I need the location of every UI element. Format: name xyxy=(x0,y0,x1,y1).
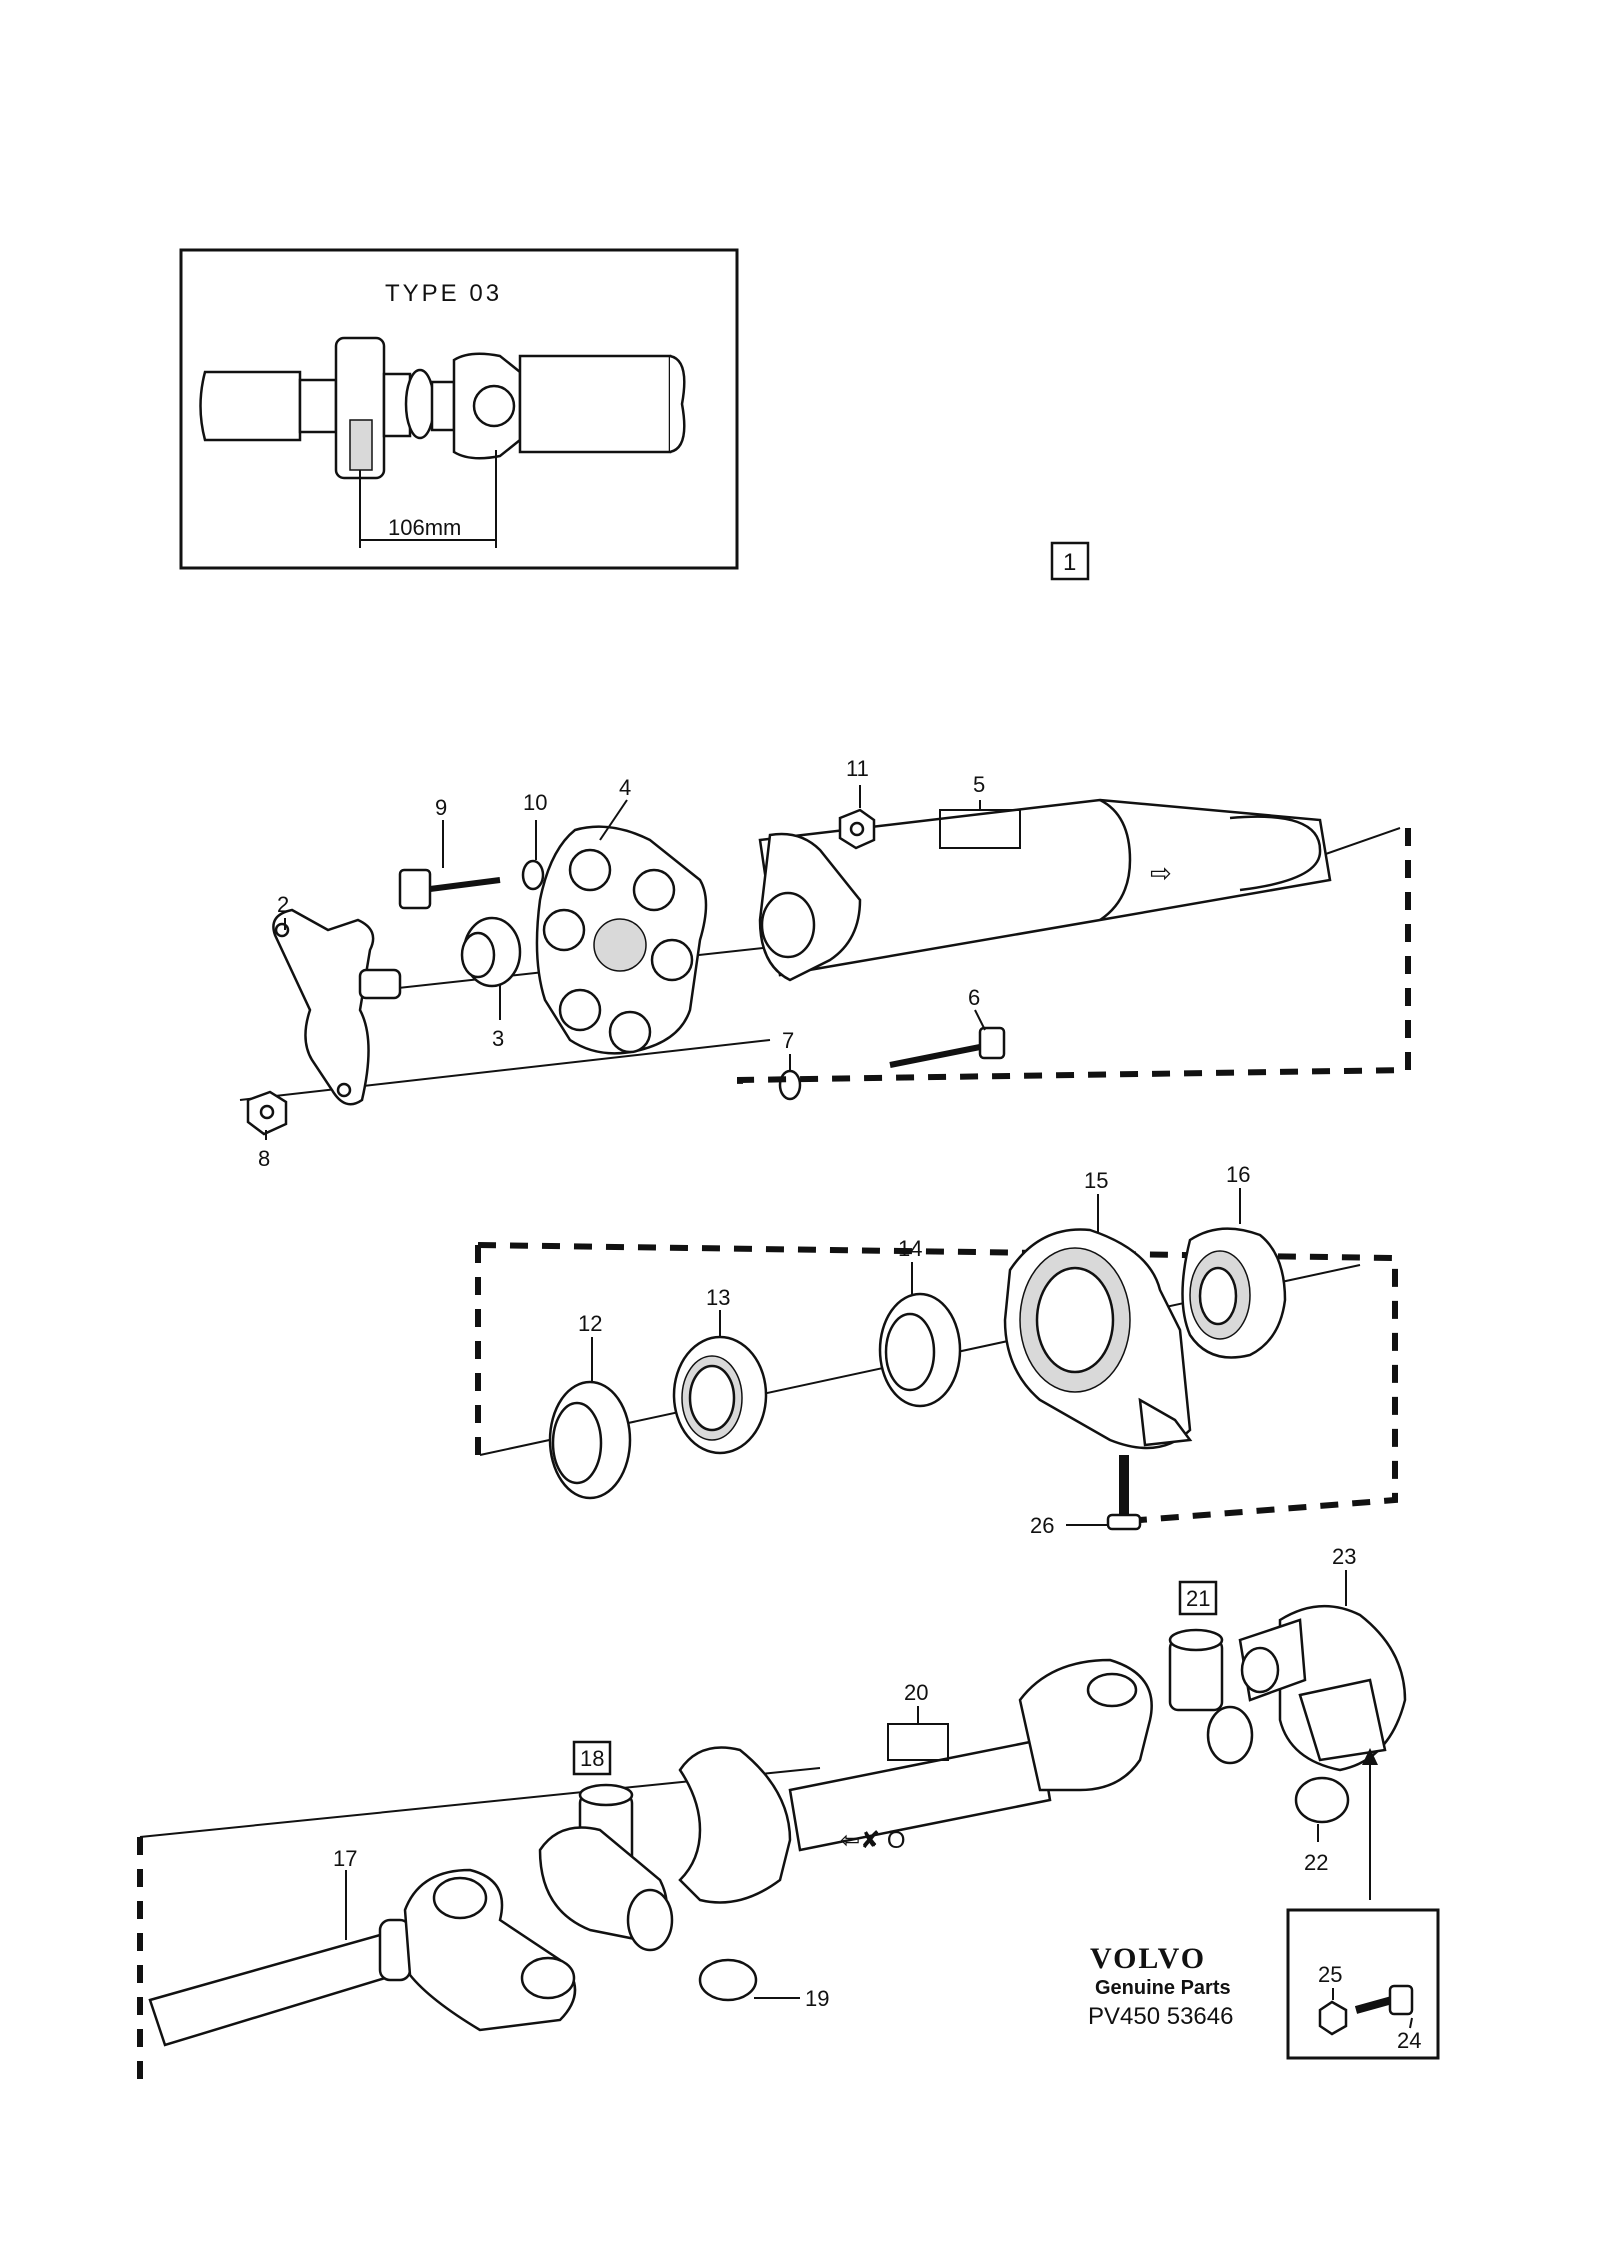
callout-7: 7 xyxy=(782,1028,794,1053)
callout-20: 20 xyxy=(904,1680,928,1705)
part-19-circlip xyxy=(698,1958,758,2002)
callout-9: 9 xyxy=(435,795,447,820)
group-box-label: 1 xyxy=(1063,549,1076,576)
part-26-screw xyxy=(1106,1455,1142,1531)
callout-18: 18 xyxy=(580,1746,604,1771)
part-7-washer xyxy=(778,1069,802,1101)
bolt-nut-detail-box xyxy=(1286,1908,1440,2060)
callout-10: 10 xyxy=(523,790,547,815)
part-23-flange-yoke xyxy=(1238,1604,1407,1772)
group-box xyxy=(1050,541,1090,581)
callout-17: 17 xyxy=(333,1846,357,1871)
type-03-inset: TYPE 03 106mm xyxy=(179,248,739,570)
diagram-reference-number: PV450 53646 xyxy=(1088,2003,1233,2030)
part-8-nut xyxy=(246,1090,288,1136)
part-13-ball-bearing xyxy=(672,1335,768,1455)
part-9-bolt xyxy=(398,868,501,910)
callout-6: 6 xyxy=(968,985,980,1010)
part-24-bolt xyxy=(1354,1984,1414,2016)
part-14-ring xyxy=(878,1292,962,1408)
part-11-nut xyxy=(838,808,876,850)
part-12-seal xyxy=(548,1380,632,1500)
volvo-logo: VOLVO xyxy=(1090,1942,1206,1975)
callout-23: 23 xyxy=(1332,1544,1356,1569)
arrow-head-icon xyxy=(1362,1748,1378,1765)
callout-13: 13 xyxy=(706,1285,730,1310)
part-4-rubber-coupling xyxy=(535,825,708,1055)
callout-8: 8 xyxy=(258,1146,270,1171)
callout-3: 3 xyxy=(492,1026,504,1051)
genuine-parts-tagline: Genuine Parts xyxy=(1095,1977,1231,1999)
section-front-shaft: ⇨ xyxy=(239,798,1411,1136)
part-18-spider xyxy=(538,1783,674,1952)
part-15-bearing-housing xyxy=(1003,1228,1193,1450)
callout-5: 5 xyxy=(973,772,985,797)
part-10-washer xyxy=(521,859,545,891)
inset-frame xyxy=(179,248,739,570)
callout-16: 16 xyxy=(1226,1162,1250,1187)
volvo-branding: VOLVO Genuine Parts PV450 53646 xyxy=(1088,1942,1233,2030)
part-25-nut xyxy=(1318,2000,1348,2036)
section-rear-shaft: ⇦✘ O xyxy=(137,1604,1407,2080)
callouts: 2 3 4 5 6 7 8 9 10 11 12 13 14 15 16 17 … xyxy=(258,756,1421,2053)
callout-25: 25 xyxy=(1318,1962,1342,1987)
svg-text:⇨: ⇨ xyxy=(1150,858,1172,888)
part-20-tube: ⇦✘ O xyxy=(678,1658,1153,1904)
connector-dashed-1 xyxy=(737,828,1411,1095)
section-support-bearing xyxy=(475,1227,1398,1531)
inset-shaft-illustration xyxy=(199,336,686,480)
part-5-front-tube: ⇨ xyxy=(758,798,1332,982)
callout-14: 14 xyxy=(898,1236,922,1261)
part-21-spider xyxy=(1168,1628,1254,1765)
callout-24: 24 xyxy=(1397,2028,1421,2053)
callout-19: 19 xyxy=(805,1986,829,2011)
part-6-bolt xyxy=(889,1026,1006,1068)
callout-12: 12 xyxy=(578,1311,602,1336)
callout-4: 4 xyxy=(619,775,631,800)
callout-11: 11 xyxy=(846,756,869,781)
callout-15: 15 xyxy=(1084,1168,1108,1193)
callout-22: 22 xyxy=(1304,1850,1328,1875)
callout-2: 2 xyxy=(277,892,289,917)
dimension-label: 106mm xyxy=(388,515,461,540)
connector-dashed-3 xyxy=(477,1242,1398,1523)
part-16-rubber-mount xyxy=(1181,1227,1287,1359)
part-3-bush xyxy=(460,916,522,988)
svg-text:⇦✘ O: ⇦✘ O xyxy=(840,1827,906,1854)
part-22-circlip xyxy=(1294,1776,1350,1824)
inset-title: TYPE 03 xyxy=(385,280,502,307)
part-2-flange xyxy=(272,908,402,1106)
callout-21: 21 xyxy=(1186,1586,1210,1611)
part-17-splined-yoke xyxy=(148,1868,577,2047)
callout-26: 26 xyxy=(1030,1513,1054,1538)
